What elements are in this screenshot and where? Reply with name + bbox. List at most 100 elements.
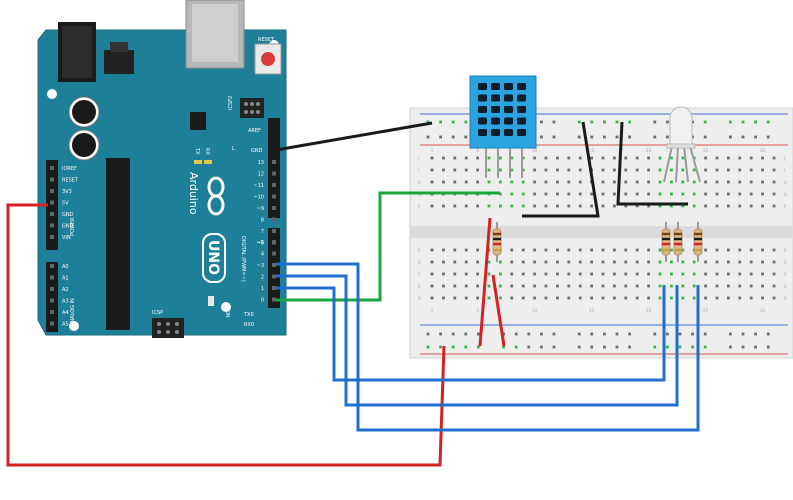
rail-hole bbox=[666, 135, 669, 139]
breadboard-hole bbox=[613, 168, 616, 172]
breadboard-hole bbox=[681, 248, 685, 252]
breadboard-hole bbox=[476, 272, 479, 276]
breadboard-hole bbox=[727, 248, 730, 252]
breadboard-hole bbox=[601, 296, 605, 300]
pin-socket bbox=[50, 166, 54, 170]
breadboard-hole bbox=[681, 192, 685, 196]
breadboard-hole bbox=[578, 260, 582, 264]
breadboard-hole bbox=[670, 180, 673, 184]
pin-socket bbox=[272, 229, 276, 233]
rail-hole bbox=[766, 332, 770, 336]
digital-pin-label: 1 bbox=[261, 286, 264, 292]
breadboard-hole bbox=[727, 168, 730, 172]
sensor-vent bbox=[478, 129, 487, 136]
breadboard-hole bbox=[464, 296, 468, 300]
breadboard-hole bbox=[749, 260, 753, 264]
microcontroller-chip bbox=[106, 158, 130, 330]
wire-blue-2 bbox=[276, 274, 679, 407]
breadboard-hole bbox=[430, 260, 434, 264]
breadboard-hole bbox=[567, 192, 571, 196]
rail-hole bbox=[741, 120, 745, 124]
rail-hole bbox=[628, 135, 631, 139]
breadboard-hole bbox=[761, 168, 764, 172]
row-letter: B bbox=[418, 284, 421, 289]
breadboard-hole bbox=[658, 192, 662, 196]
breadboard-hole bbox=[613, 204, 616, 208]
column-number: 5 bbox=[476, 148, 479, 153]
breadboard-hole bbox=[453, 260, 457, 264]
rail-hole bbox=[540, 332, 543, 336]
breadboard-hole bbox=[658, 180, 662, 184]
rail-hole bbox=[464, 345, 468, 349]
rail-hole bbox=[552, 345, 556, 349]
row-letter: A bbox=[784, 296, 787, 301]
breadboard-hole bbox=[658, 156, 662, 160]
breadboard-hole bbox=[772, 168, 776, 172]
breadboard-hole bbox=[749, 180, 753, 184]
breadboard-hole bbox=[510, 260, 514, 264]
sensor-vent bbox=[504, 117, 513, 125]
breadboard-hole bbox=[487, 260, 491, 264]
breadboard-hole bbox=[544, 156, 548, 160]
breadboard-hole bbox=[704, 260, 707, 264]
rail-hole bbox=[577, 135, 581, 139]
breadboard-hole bbox=[613, 296, 616, 300]
rail-hole bbox=[464, 135, 468, 139]
tx-label: TX bbox=[194, 147, 200, 155]
rail-hole bbox=[477, 332, 480, 336]
column-number: 1 bbox=[431, 148, 434, 153]
breadboard-hole bbox=[658, 248, 662, 252]
breadboard-hole bbox=[556, 180, 559, 184]
breadboard-hole bbox=[510, 192, 514, 196]
breadboard-hole bbox=[761, 260, 764, 264]
breadboard-hole bbox=[624, 296, 628, 300]
breadboard-hole bbox=[624, 284, 628, 288]
breadboard-hole bbox=[761, 296, 764, 300]
breadboard-hole bbox=[476, 180, 479, 184]
digital-pin-label: ~11 bbox=[253, 183, 264, 189]
breadboard-hole bbox=[578, 272, 582, 276]
breadboard-hole bbox=[635, 260, 639, 264]
power-pin-label: VIN bbox=[62, 235, 71, 241]
sensor-vent bbox=[478, 94, 487, 102]
digital-pin-label: ~10 bbox=[253, 195, 264, 201]
breadboard-hole bbox=[749, 156, 753, 160]
rail-hole bbox=[514, 345, 518, 349]
rail-hole bbox=[729, 345, 732, 349]
rail-hole bbox=[514, 332, 518, 336]
breadboard-hole bbox=[510, 180, 514, 184]
breadboard-hole bbox=[738, 284, 742, 288]
breadboard-hole bbox=[464, 260, 468, 264]
power-label: POWER bbox=[70, 217, 76, 236]
breadboard-hole bbox=[647, 192, 650, 196]
breadboard-hole bbox=[590, 284, 593, 288]
breadboard-hole bbox=[692, 272, 696, 276]
breadboard-hole bbox=[624, 272, 628, 276]
breadboard-hole bbox=[556, 272, 559, 276]
breadboard-hole bbox=[487, 296, 491, 300]
breadboard-hole bbox=[761, 204, 764, 208]
digital-pin-label: ~3 bbox=[257, 263, 264, 269]
rail-hole bbox=[754, 332, 757, 336]
rail-hole bbox=[691, 135, 694, 139]
icsp-label: ICSP bbox=[152, 310, 163, 316]
brand-text: Arduino bbox=[187, 172, 200, 215]
breadboard-hole bbox=[533, 156, 536, 160]
rail-hole bbox=[426, 120, 430, 124]
breadboard-hole bbox=[601, 156, 605, 160]
breadboard-hole bbox=[704, 284, 707, 288]
txo-label: TX0 bbox=[243, 312, 254, 318]
breadboard-hole bbox=[590, 248, 593, 252]
pin-socket bbox=[50, 235, 54, 239]
rail-hole bbox=[426, 345, 430, 349]
pin-socket bbox=[50, 310, 54, 314]
row-letter: H bbox=[418, 180, 421, 185]
breadboard-hole bbox=[647, 156, 650, 160]
voltage-regulator bbox=[104, 50, 134, 74]
breadboard-hole bbox=[749, 168, 753, 172]
pin-socket bbox=[272, 171, 276, 176]
power-pin-label: GND bbox=[62, 212, 74, 218]
breadboard-hole bbox=[772, 192, 776, 196]
